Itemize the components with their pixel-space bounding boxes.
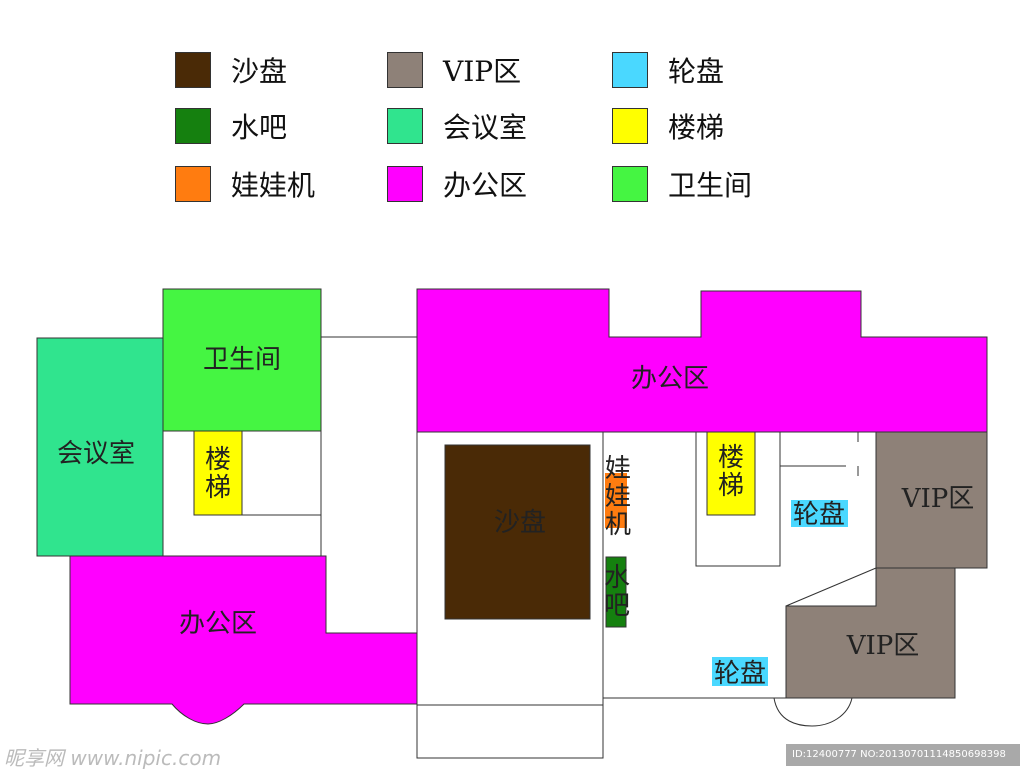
claw-machine-area: [605, 473, 627, 528]
yellow-swatch-icon: [612, 108, 648, 144]
legend-label: VIP区: [443, 55, 522, 88]
vip-lower-label: VIP区: [846, 631, 920, 661]
sand-table-label: 沙盘: [494, 508, 546, 538]
dark-green-swatch-icon: [175, 108, 211, 144]
claw-machine-char: 机: [605, 510, 631, 540]
legend-item-water-bar: 水吧: [175, 106, 287, 146]
stairs-right-area: [706, 431, 756, 516]
legend-label: 会议室: [443, 111, 528, 144]
office-left-area: [69, 555, 418, 725]
legend-label: 卫生间: [668, 169, 753, 202]
gray-swatch-icon: [387, 52, 423, 88]
stairs-right-char: 楼: [718, 443, 744, 473]
water-bar-char: 水: [604, 563, 630, 593]
stairs-left-char: 梯: [205, 473, 231, 503]
magenta-swatch-icon: [387, 166, 423, 202]
water-bar-char: 吧: [604, 591, 630, 621]
stairs-left-char: 楼: [205, 445, 231, 475]
stairs-left-area: [193, 430, 243, 516]
legend-item-roulette: 轮盘: [612, 50, 724, 90]
legend-item-office: 办公区: [387, 164, 527, 204]
office-left-label: 办公区: [179, 609, 257, 639]
roulette-upper-label: 轮盘: [793, 500, 845, 530]
meeting-room-label: 会议室: [57, 439, 135, 469]
watermark-id: ID:12400777 NO:20130701114850698398: [786, 744, 1020, 766]
legend-label: 水吧: [231, 111, 288, 144]
green-swatch-icon: [612, 166, 648, 202]
roulette-upper-area: [791, 500, 848, 527]
door-arc: [773, 697, 853, 727]
meeting-room-area: [36, 337, 164, 557]
restroom-area: [162, 288, 322, 432]
vip-upper-label: VIP区: [901, 484, 975, 514]
roulette-lower-label: 轮盘: [714, 659, 766, 689]
entrance-outline: [416, 704, 604, 759]
legend-label: 办公区: [443, 169, 528, 202]
legend-item-claw-machine: 娃娃机: [175, 164, 315, 204]
legend-item-stairs: 楼梯: [612, 106, 724, 146]
orange-swatch-icon: [175, 166, 211, 202]
office-top-label: 办公区: [631, 364, 709, 394]
legend-label: 轮盘: [668, 55, 725, 88]
legend-label: 楼梯: [668, 111, 725, 144]
legend-item-meeting-room: 会议室: [387, 106, 527, 146]
claw-machine-char: 娃: [605, 482, 631, 512]
partition-line: [780, 432, 859, 476]
sky-blue-swatch-icon: [612, 52, 648, 88]
roulette-lower-area: [712, 657, 768, 686]
teal-swatch-icon: [387, 108, 423, 144]
stair-landing-outline: [241, 430, 322, 516]
watermark-logo: 昵享网 www.nipic.com: [4, 746, 222, 770]
sand-table-area: [444, 444, 591, 620]
legend-item-sand-table: 沙盘: [175, 50, 287, 90]
legend-label: 娃娃机: [231, 169, 316, 202]
claw-machine-char: 娃: [605, 454, 631, 484]
legend-label: 沙盘: [231, 55, 288, 88]
brown-swatch-icon: [175, 52, 211, 88]
water-bar-area: [605, 556, 627, 628]
legend-item-restroom: 卫生间: [612, 164, 752, 204]
restroom-label: 卫生间: [203, 345, 281, 375]
legend-item-vip: VIP区: [387, 50, 521, 90]
vip-lower-area: [785, 567, 956, 699]
stairs-right-char: 梯: [718, 471, 744, 501]
office-top-area: [416, 288, 988, 433]
left-corridor-outline: [320, 336, 418, 634]
